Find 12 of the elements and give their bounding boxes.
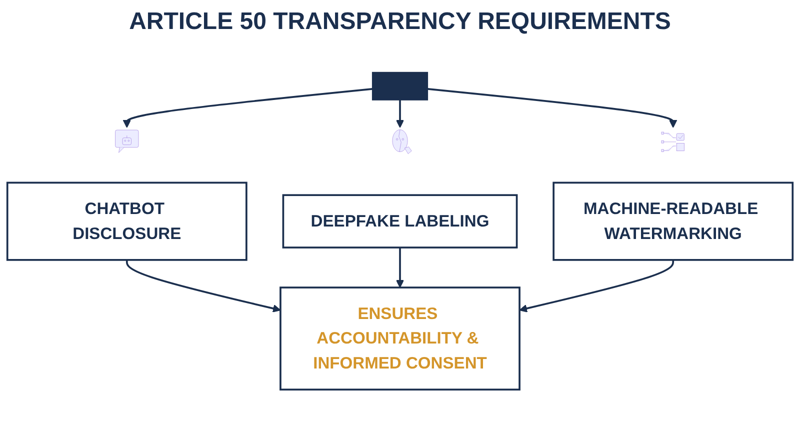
arrow bbox=[122, 88, 372, 128]
arrow bbox=[396, 248, 404, 288]
arrow bbox=[519, 260, 674, 312]
node-box: MACHINE-READABLE WATERMARKING bbox=[552, 182, 794, 261]
node-bar bbox=[372, 72, 428, 100]
node-box: DEEPFAKE LABELING bbox=[282, 194, 518, 248]
arrow bbox=[126, 260, 281, 312]
diagram-title: ARTICLE 50 TRANSPARENCY REQUIREMENTS bbox=[128, 8, 672, 36]
node-box: CHATBOT DISCLOSURE bbox=[6, 182, 248, 261]
arrow bbox=[396, 100, 404, 128]
arrow bbox=[428, 88, 678, 128]
node-box: ENSURES ACCOUNTABILITY & INFORMED CONSENT bbox=[280, 286, 520, 391]
